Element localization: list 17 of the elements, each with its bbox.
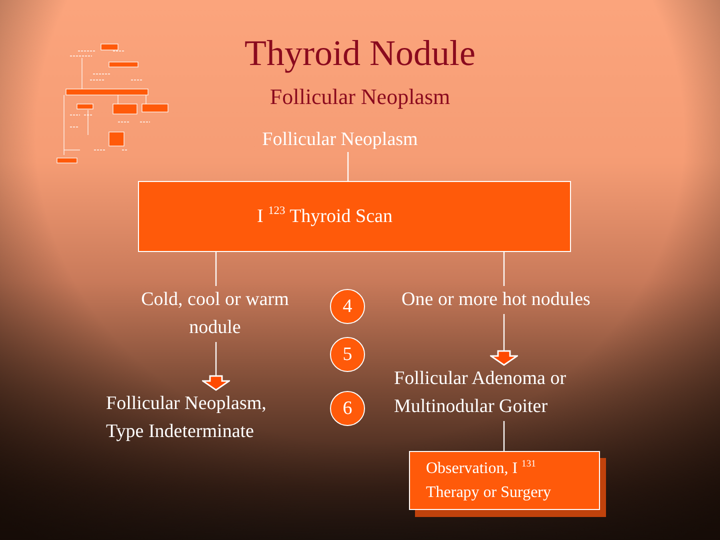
- node-text: One or more hot nodules: [384, 286, 608, 314]
- node-text: Follicular Adenoma or Multinodular Goiter: [394, 365, 594, 421]
- connector-line: [503, 252, 505, 286]
- node-text: Follicular Neoplasm, Type Indeterminate: [106, 390, 302, 446]
- numbered-circle: 5: [330, 337, 365, 372]
- node-text: Follicular Neoplasm: [240, 126, 440, 154]
- process-box: [138, 181, 571, 252]
- connector-line: [347, 152, 349, 181]
- subtitle: Follicular Neoplasm: [268, 84, 452, 110]
- box-label: Observation, I $^{131}$ Therapy or Surgery: [426, 456, 552, 502]
- title: Thyroid Nodule: [244, 32, 476, 74]
- box-label: I $^{123}$ Thyroid Scan: [257, 204, 392, 228]
- connector-line: [503, 421, 505, 451]
- connector-line: [215, 252, 217, 286]
- node-text: Cold, cool or warm nodule: [140, 286, 290, 342]
- numbered-circle: 4: [330, 289, 365, 324]
- numbered-circle: 6: [330, 391, 365, 426]
